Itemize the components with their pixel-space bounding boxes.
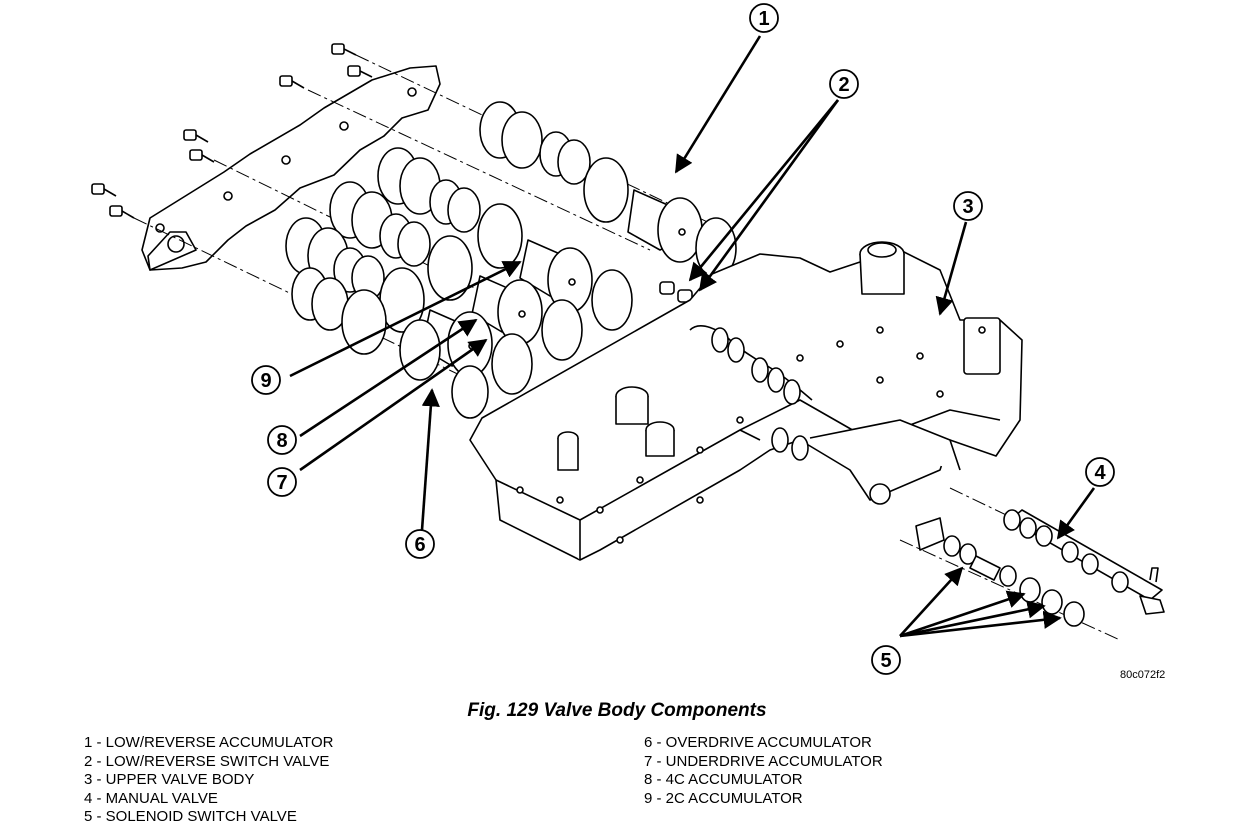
- callout-8: 8: [276, 430, 287, 452]
- legend-right-column: 6 - OVERDRIVE ACCUMULATOR 7 - UNDERDRIVE…: [644, 734, 883, 808]
- callout-7: 7: [276, 472, 287, 494]
- spring: [291, 267, 349, 331]
- legend-item: 9 - 2C ACCUMULATOR: [644, 789, 803, 807]
- mounting-holes: [516, 326, 944, 544]
- valve-body-boss: [557, 431, 579, 471]
- callout-4: 4: [1094, 462, 1106, 484]
- seal-ring: [477, 203, 523, 269]
- seal-ring: [591, 269, 633, 331]
- valve-body-boss: [645, 421, 675, 457]
- seal-ring: [341, 289, 387, 355]
- legend-item: 2 - LOW/REVERSE SWITCH VALVE: [84, 752, 330, 770]
- seal-ring: [427, 235, 473, 301]
- callout-8-circle: [267, 425, 297, 455]
- valve-body-boss: [859, 241, 905, 295]
- callout-2: 2: [838, 74, 849, 96]
- callout-9: 9: [260, 370, 271, 392]
- seal-ring: [399, 319, 441, 381]
- callout-9-circle: [251, 365, 281, 395]
- valve-body-boss: [963, 317, 1001, 375]
- image-code: 80c072f2: [1120, 669, 1165, 681]
- callout-5-circle: [871, 645, 901, 675]
- piston: [471, 275, 543, 345]
- callout-3-circle: [953, 191, 983, 221]
- switch-valve-parts: [659, 281, 693, 303]
- callout-1-circle: [749, 3, 779, 33]
- callout-7-circle: [267, 467, 297, 497]
- bolt: [91, 183, 117, 197]
- seal-ring: [583, 157, 629, 223]
- manual-valve: [1003, 509, 1165, 615]
- upper-valve-body: [469, 241, 1023, 561]
- seal-ring: [491, 333, 533, 395]
- callout-4-circle: [1085, 457, 1115, 487]
- seal-ring: [451, 365, 489, 419]
- bolt: [189, 149, 215, 163]
- callout-5: 5: [880, 650, 891, 672]
- callout-2-circle: [829, 69, 859, 99]
- legend-item: 8 - 4C ACCUMULATOR: [644, 771, 803, 788]
- valve-body-boss: [615, 386, 649, 425]
- valve-body-exploded-diagram: 1 2 3 4 5 6 7 8 9 80c072f2: [91, 3, 1165, 681]
- leader-arrows: [289, 35, 1096, 638]
- legend-item: 5 - SOLENOID SWITCH VALVE: [84, 808, 297, 825]
- legend-item: 1 - LOW/REVERSE ACCUMULATOR: [84, 734, 334, 751]
- bolt: [279, 75, 305, 89]
- bolt: [347, 65, 373, 78]
- spring: [429, 179, 481, 233]
- figure-caption: Fig. 129 Valve Body Components: [467, 700, 767, 721]
- legend-left-column: 1 - LOW/REVERSE ACCUMULATOR 2 - LOW/REVE…: [84, 734, 334, 827]
- bolts: [91, 43, 373, 219]
- callout-1: 1: [758, 8, 769, 30]
- bolt: [109, 205, 135, 219]
- piston: [627, 189, 703, 263]
- spring: [539, 131, 591, 185]
- legend-item: 6 - OVERDRIVE ACCUMULATOR: [644, 734, 872, 751]
- bolt: [331, 43, 357, 56]
- callout-6: 6: [414, 534, 425, 556]
- spring: [379, 213, 431, 267]
- solenoid-switch-valve: [915, 517, 1085, 627]
- legend-item: 4 - MANUAL VALVE: [84, 789, 218, 807]
- bolt: [183, 129, 209, 143]
- spring: [479, 101, 543, 169]
- legend-item: 3 - UPPER VALVE BODY: [84, 771, 255, 788]
- seal-ring: [541, 299, 583, 361]
- spring: [333, 247, 385, 301]
- callout-6-circle: [405, 529, 435, 559]
- valve-spools: [689, 325, 961, 505]
- callout-circles: [251, 3, 1115, 675]
- callout-3: 3: [962, 196, 973, 218]
- legend-item: 7 - UNDERDRIVE ACCUMULATOR: [644, 752, 883, 770]
